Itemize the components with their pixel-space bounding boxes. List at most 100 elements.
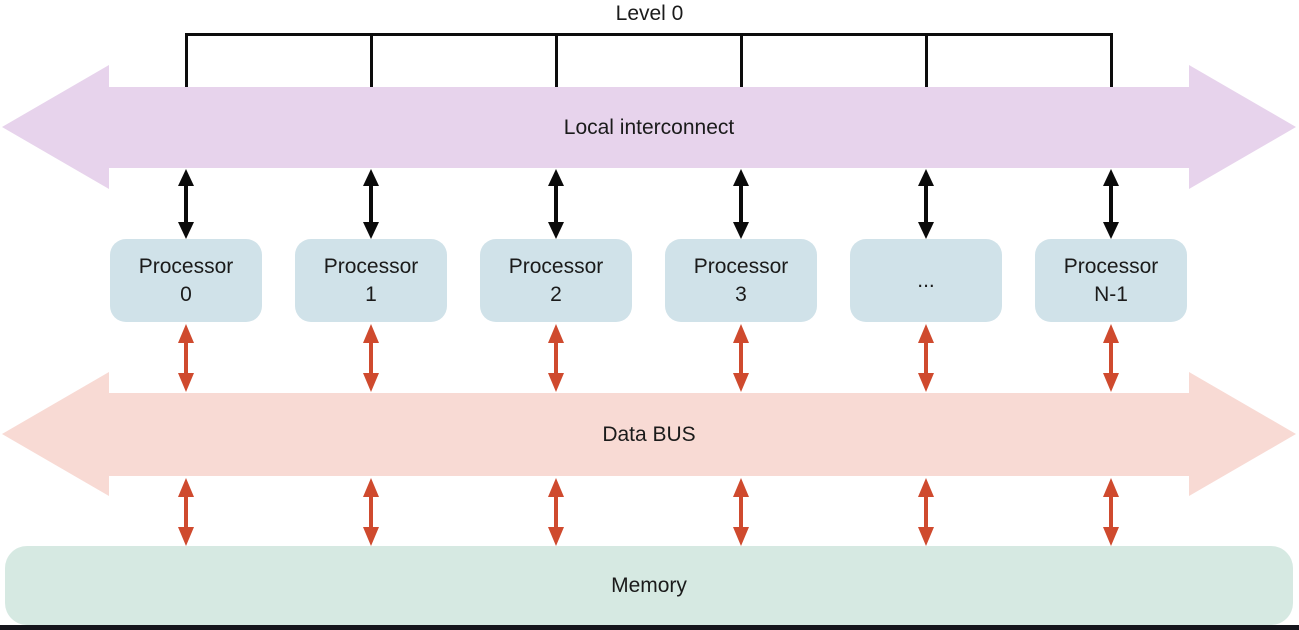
arrowhead-down-icon <box>918 527 934 546</box>
data-bus-arrow <box>108 393 1190 476</box>
arrow-shaft <box>924 186 928 222</box>
red-double-arrow-icon <box>733 324 749 392</box>
arrowhead-down-icon <box>1103 527 1119 546</box>
arrowhead-down-icon <box>548 222 564 239</box>
memory-box: Memory <box>5 546 1293 625</box>
bottom-border-bar <box>0 625 1299 630</box>
interconnect-arrowhead-left-icon <box>2 65 109 189</box>
bracket-tick <box>185 33 188 88</box>
red-double-arrow-icon <box>733 478 749 546</box>
processor-box-2: Processor 2 <box>480 239 632 322</box>
processor-index: 2 <box>550 282 562 306</box>
arrowhead-up-icon <box>1103 478 1119 497</box>
arrow-shaft <box>1109 497 1113 527</box>
arrowhead-down-icon <box>733 373 749 392</box>
red-double-arrow-icon <box>1103 478 1119 546</box>
arrow-shaft <box>184 343 188 373</box>
local-interconnect-arrow <box>108 87 1190 168</box>
arrowhead-up-icon <box>548 324 564 343</box>
arrowhead-down-icon <box>363 373 379 392</box>
arrow-shaft <box>1109 186 1113 222</box>
arrow-shaft <box>554 186 558 222</box>
arrowhead-down-icon <box>548 373 564 392</box>
red-double-arrow-icon <box>918 478 934 546</box>
arrowhead-down-icon <box>733 222 749 239</box>
bracket-tick <box>555 33 558 88</box>
arrowhead-up-icon <box>363 169 379 186</box>
processor-box-1: Processor 1 <box>295 239 447 322</box>
processor-label: Processor <box>138 254 234 278</box>
arrow-shaft <box>554 497 558 527</box>
arrow-shaft <box>184 497 188 527</box>
arrowhead-down-icon <box>548 527 564 546</box>
black-double-arrow-icon <box>1103 169 1119 239</box>
arrow-shaft <box>739 497 743 527</box>
arrowhead-down-icon <box>1103 222 1119 239</box>
bus-arrowhead-right-icon <box>1189 372 1296 496</box>
arrowhead-up-icon <box>548 478 564 497</box>
arrowhead-down-icon <box>178 527 194 546</box>
arrowhead-up-icon <box>1103 169 1119 186</box>
arrow-shaft <box>184 186 188 222</box>
memory-label: Memory <box>611 573 687 597</box>
bracket-tick <box>925 33 928 88</box>
arrowhead-up-icon <box>548 169 564 186</box>
arrowhead-up-icon <box>363 324 379 343</box>
red-double-arrow-icon <box>178 324 194 392</box>
arrowhead-down-icon <box>918 222 934 239</box>
red-double-arrow-icon <box>918 324 934 392</box>
black-double-arrow-icon <box>733 169 749 239</box>
arrowhead-up-icon <box>918 169 934 186</box>
black-double-arrow-icon <box>918 169 934 239</box>
processor-box-ellipsis: ... <box>850 239 1002 322</box>
arrowhead-down-icon <box>918 373 934 392</box>
black-double-arrow-icon <box>363 169 379 239</box>
arrowhead-up-icon <box>1103 324 1119 343</box>
arrowhead-up-icon <box>363 478 379 497</box>
arrow-shaft <box>369 497 373 527</box>
bracket-horizontal-line <box>185 33 1113 36</box>
local-interconnect-label: Local interconnect <box>563 115 735 139</box>
processor-label: Processor <box>508 254 604 278</box>
arrowhead-up-icon <box>178 169 194 186</box>
arrowhead-up-icon <box>178 478 194 497</box>
processor-box-0: Processor 0 <box>110 239 262 322</box>
arrowhead-down-icon <box>733 527 749 546</box>
processor-index: N-1 <box>1094 282 1128 306</box>
arrowhead-down-icon <box>1103 373 1119 392</box>
arrowhead-up-icon <box>733 169 749 186</box>
arrow-shaft <box>739 343 743 373</box>
arrowhead-down-icon <box>363 222 379 239</box>
red-double-arrow-icon <box>1103 324 1119 392</box>
processor-box-3: Processor 3 <box>665 239 817 322</box>
interconnect-arrowhead-right-icon <box>1189 65 1296 189</box>
ellipsis-label: ... <box>917 268 935 292</box>
processor-index: 1 <box>365 282 377 306</box>
arrow-shaft <box>369 186 373 222</box>
arrowhead-up-icon <box>733 478 749 497</box>
arrowhead-down-icon <box>363 527 379 546</box>
processor-index: 3 <box>735 282 747 306</box>
data-bus-label: Data BUS <box>602 422 696 446</box>
red-double-arrow-icon <box>178 478 194 546</box>
arrowhead-up-icon <box>733 324 749 343</box>
arrowhead-up-icon <box>918 324 934 343</box>
arrow-shaft <box>739 186 743 222</box>
arrow-shaft <box>924 343 928 373</box>
red-double-arrow-icon <box>548 478 564 546</box>
red-double-arrow-icon <box>363 478 379 546</box>
red-double-arrow-icon <box>363 324 379 392</box>
black-double-arrow-icon <box>178 169 194 239</box>
processor-index: 0 <box>180 282 192 306</box>
bracket-tick <box>1110 33 1113 88</box>
black-double-arrow-icon <box>548 169 564 239</box>
arrow-shaft <box>369 343 373 373</box>
arrowhead-up-icon <box>918 478 934 497</box>
arrow-shaft <box>1109 343 1113 373</box>
processor-label: Processor <box>323 254 419 278</box>
processor-box-n-1: Processor N-1 <box>1035 239 1187 322</box>
bus-arrowhead-left-icon <box>2 372 109 496</box>
arrowhead-up-icon <box>178 324 194 343</box>
arrowhead-down-icon <box>178 373 194 392</box>
